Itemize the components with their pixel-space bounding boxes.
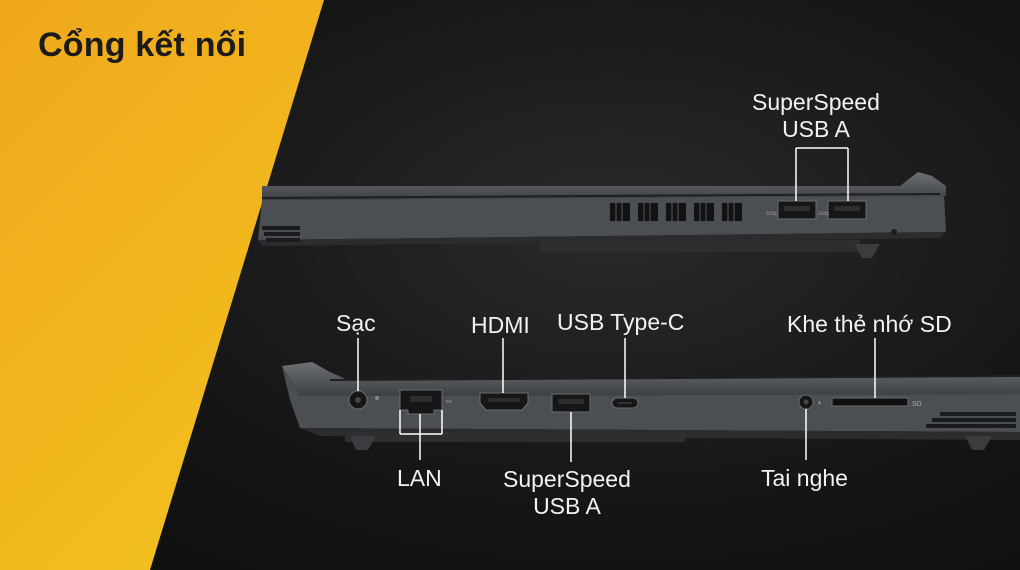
- laptop-left-side: ⚯ ◖: [282, 338, 1020, 462]
- sd-card-slot: SD: [831, 397, 922, 408]
- side-vents: [610, 203, 742, 221]
- svg-text:ss⇆: ss⇆: [766, 210, 777, 217]
- usb-c-port: [611, 397, 639, 409]
- side-usb-a-port: [551, 393, 591, 413]
- top-usb-a-port-2: [827, 200, 867, 220]
- side-usb-a-label-line2: USB A: [533, 493, 601, 519]
- hdmi-port: [479, 392, 529, 411]
- svg-text:◖: ◖: [817, 398, 822, 407]
- svg-text:⚯: ⚯: [446, 399, 452, 406]
- svg-text:SD: SD: [912, 401, 922, 408]
- side-usb-a-label: SuperSpeed USB A: [503, 466, 631, 520]
- sd-slot-label: Khe thẻ nhớ SD: [787, 311, 952, 337]
- headphone-jack: ◖: [798, 394, 822, 410]
- top-usb-callout: [795, 147, 849, 201]
- usb-c-label: USB Type-C: [557, 309, 685, 335]
- top-usb-a-port-1: [777, 200, 817, 220]
- top-usb-a-label-line1: SuperSpeed: [752, 89, 880, 115]
- top-usb-a-label-line2: USB A: [782, 116, 850, 142]
- lan-port: ⚯: [399, 389, 452, 415]
- page-title: Cổng kết nối: [38, 26, 247, 64]
- laptop-right-side: ss⇆ ss⇆: [258, 147, 946, 258]
- hdmi-label: HDMI: [471, 312, 530, 338]
- lan-label: LAN: [397, 465, 442, 491]
- top-left-vent: [262, 226, 300, 242]
- side-callouts: [357, 338, 876, 462]
- side-usb-a-label-line1: SuperSpeed: [503, 466, 631, 492]
- top-usb-a-label: SuperSpeed USB A: [752, 89, 880, 143]
- charge-label: Sạc: [336, 310, 376, 336]
- bottom-right-vent: [926, 412, 1016, 428]
- headphone-label: Tai nghe: [761, 465, 848, 491]
- svg-text:ss⇆: ss⇆: [818, 210, 829, 217]
